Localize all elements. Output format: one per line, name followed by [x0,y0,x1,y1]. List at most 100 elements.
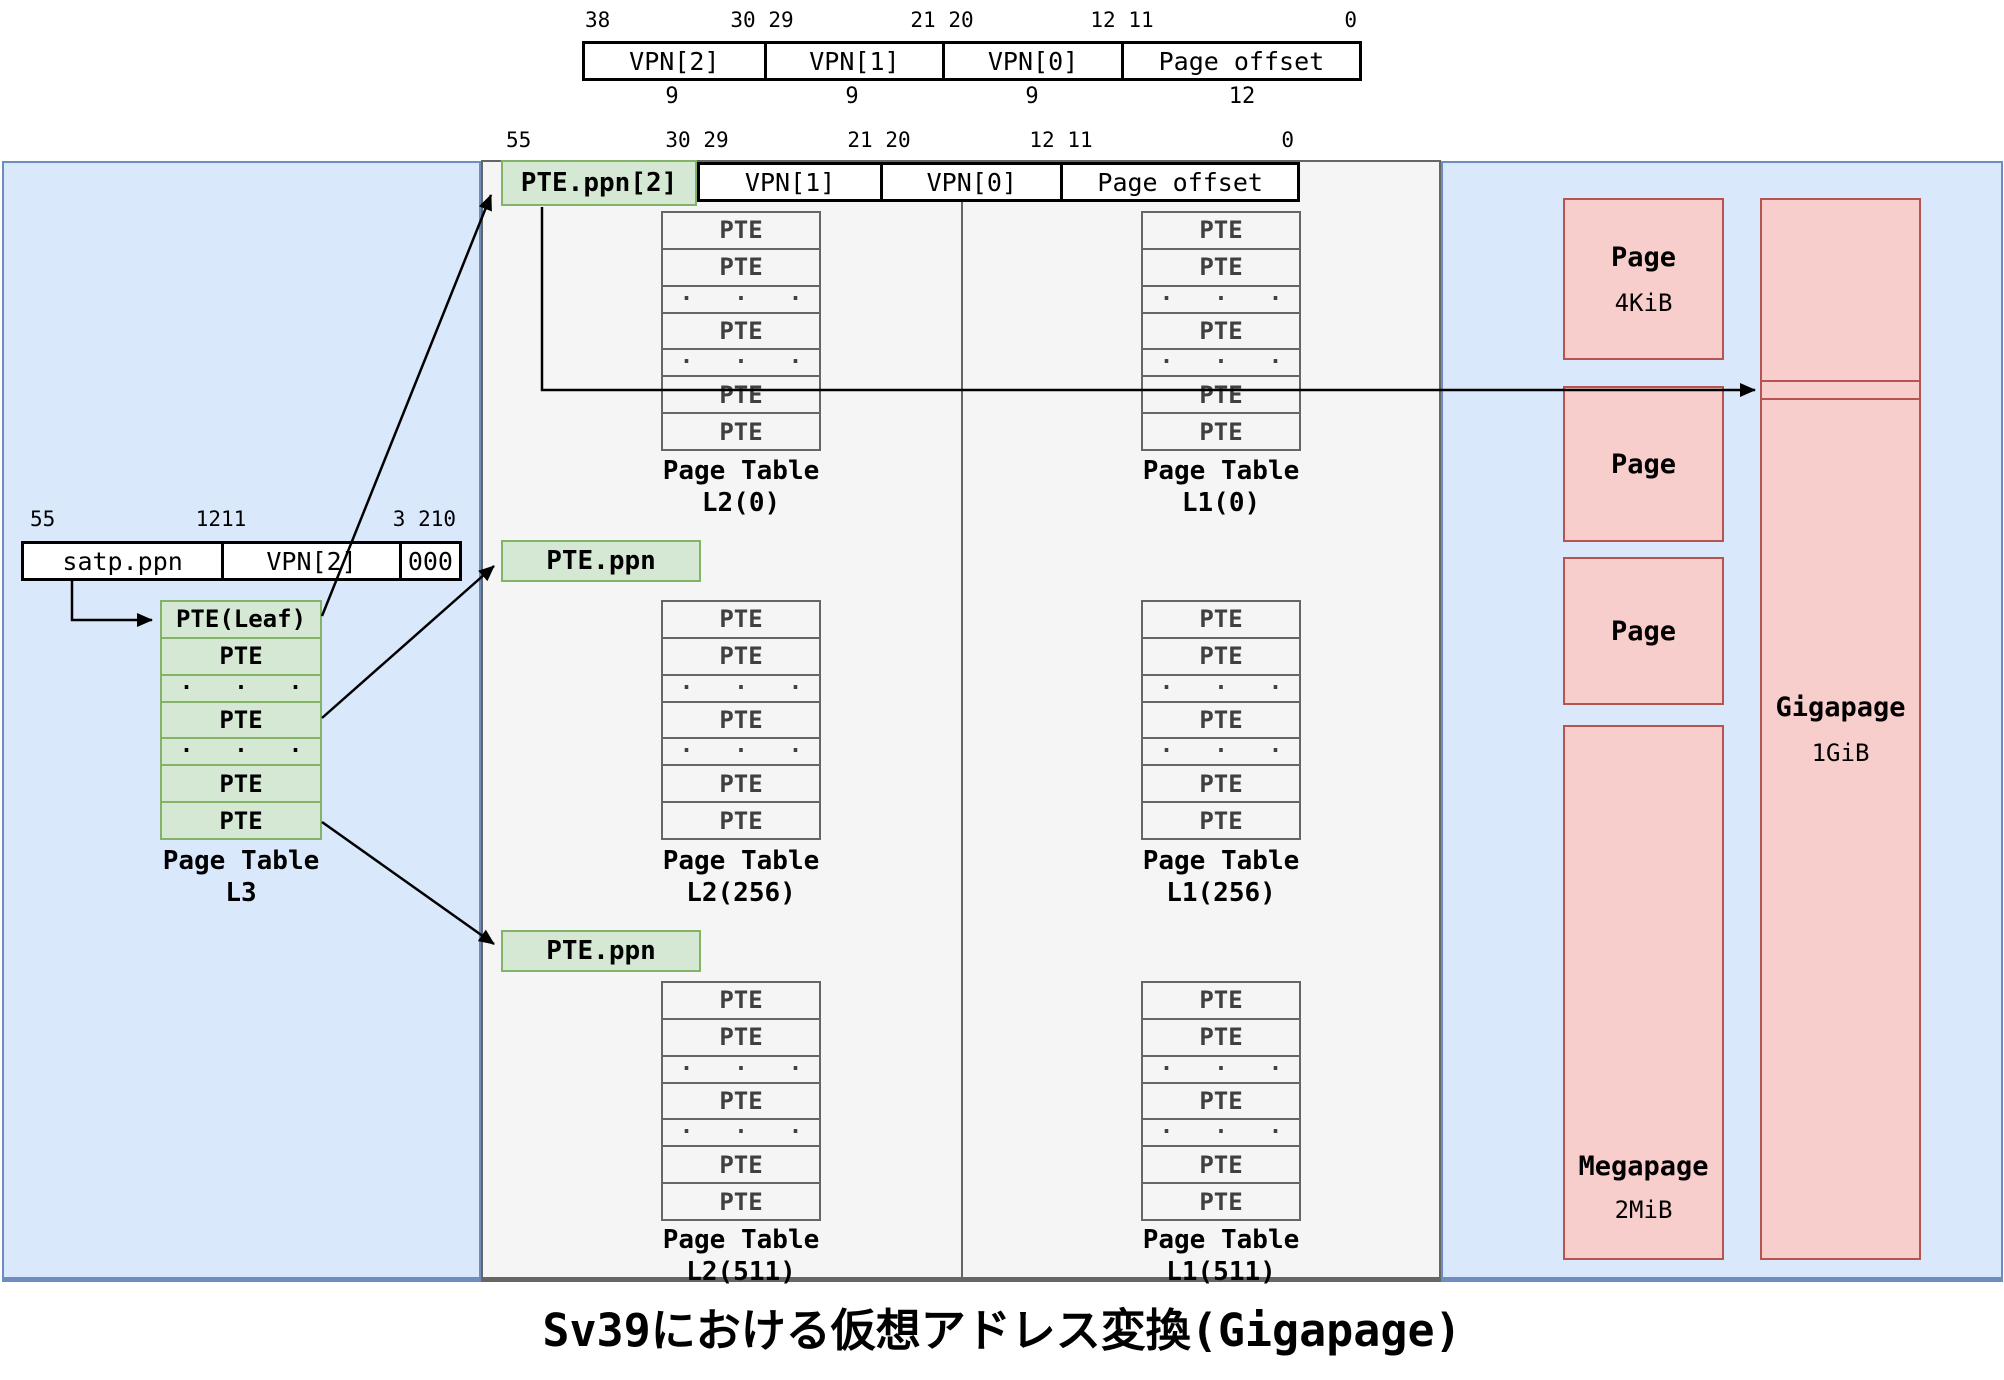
label-line2: L1(0) [1181,488,1261,518]
pte-row: PTE [162,766,320,804]
panel-divider-line [961,202,963,1280]
pte-row: PTE [1143,703,1299,740]
pte-row: PTE [1199,1187,1243,1216]
va-bit-0: 0 [1344,8,1357,32]
pte-row: PTE [719,806,763,835]
pte-ppn-bottom-box: PTE.ppn [501,930,701,972]
label-line1: Page Table [1142,846,1300,876]
pte-row: PTE [663,1084,819,1121]
pte-row: PTE [663,703,819,740]
pte-ellipsis-row: · · · [1143,739,1299,767]
pte-row: PTE [1143,602,1299,639]
va-bit-12-11: 12 11 [1090,8,1154,32]
satp-address-box: satp.ppn VPN[2] 000 [21,541,462,581]
pte-row: PTE [663,1147,819,1185]
pte-ellipsis-row: · · · [1143,1057,1299,1084]
page-table-l1-0-label: Page Table L1(0) [1111,455,1331,519]
page-4kib-name: Page [1610,241,1677,273]
label-line1: Page Table [662,456,820,486]
va-field-vpn0: VPN[0] [942,44,1121,78]
pte-row: PTE [1143,1020,1299,1057]
satp-field-ppn: satp.ppn [62,546,183,576]
pte-row: PTE [663,983,819,1020]
page-table-l3-label-line1: Page Table [162,846,320,876]
pte-row: PTE [719,1187,763,1216]
page-4kib-box: Page 4KiB [1563,198,1724,360]
page-box-2: Page [1563,386,1724,542]
pte-ellipsis-row: · · · [162,739,320,767]
pte-row: PTE [1143,213,1299,250]
pte-row: PTE [719,417,763,446]
pte-ellipsis-row: · · · [162,676,320,703]
pa-bit-21-20: 21 20 [847,128,911,152]
pte-row: PTE [663,314,819,351]
pte-row: PTE [663,602,819,639]
pte-row: PTE [1143,250,1299,287]
pte-row: PTE [663,250,819,287]
pte-ellipsis-row: · · · [663,1120,819,1148]
satp-bit-12-11: 1211 [195,507,247,531]
pte-row: PTE [1143,1084,1299,1121]
pte-row: PTE [162,703,320,740]
virtual-address-box: VPN[2] VPN[1] VPN[0] Page offset [582,41,1362,81]
va-size-vpn2: 9 [665,84,679,109]
physical-address-box: VPN[1] VPN[0] Page offset [697,162,1300,202]
pa-bit-0: 0 [1281,128,1294,152]
page-4kib-size: 4KiB [1614,288,1673,317]
megapage-size: 2MiB [1614,1196,1673,1224]
label-line1: Page Table [662,846,820,876]
pa-field-vpn0: VPN[0] [880,165,1060,199]
pte-row: PTE [663,1020,819,1057]
pte-row: PTE [1143,377,1299,415]
diagram-title: Sv39における仮想アドレス変換(Gigapage) [542,1304,1462,1357]
megapage-box: Megapage 2MiB [1563,725,1724,1260]
satp-bit-3-210: 3 210 [392,507,456,531]
va-field-vpn1: VPN[1] [763,44,943,78]
satp-bit-55: 55 [30,507,56,531]
pte-ppn2-box: PTE.ppn[2] [501,160,697,206]
pte-row: PTE [1199,417,1243,446]
page-table-l1-511-label: Page Table L1(511) [1111,1224,1331,1288]
pte-ellipsis-row: · · · [1143,676,1299,703]
pte-row: PTE [663,213,819,250]
pte-row: PTE [1143,1147,1299,1185]
page-2-name: Page [1610,448,1677,480]
pte-ellipsis-row: · · · [1143,350,1299,378]
page-table-l2-256-label: Page Table L2(256) [631,845,851,909]
page-table-l2-511-label: Page Table L2(511) [631,1224,851,1288]
pte-row: PTE [663,377,819,415]
pte-row: PTE [1143,639,1299,676]
page-table-l3-label-line2: L3 [225,878,257,908]
pte-ellipsis-row: · · · [1143,1120,1299,1148]
satp-field-vpn2: VPN[2] [221,544,399,578]
pa-field-offset: Page offset [1060,165,1297,199]
pte-row: PTE [1143,983,1299,1020]
label-line2: L2(256) [686,878,796,908]
megapage-name: Megapage [1578,1151,1709,1182]
va-size-offset: 12 [1228,84,1256,109]
pte-row: PTE [219,806,263,835]
pte-row: PTE [162,639,320,676]
page-table-l1-256-label: Page Table L1(256) [1111,845,1331,909]
label-line2: L2(511) [686,1257,796,1287]
page-3-name: Page [1610,615,1677,647]
pte-row: PTE(Leaf) [162,602,320,639]
gigapage-name: Gigapage [1775,691,1906,723]
va-size-vpn1: 9 [845,84,859,109]
page-table-l3-label: Page Table L3 [131,845,351,909]
label-line1: Page Table [662,1225,820,1255]
va-size-vpn0: 9 [1025,84,1039,109]
va-field-vpn2: VPN[2] [629,46,720,76]
pte-ellipsis-row: · · · [663,287,819,314]
pte-ppn-mid-box: PTE.ppn [501,540,701,582]
pa-bit-30-29: 30 29 [665,128,729,152]
va-bit-38: 38 [585,8,611,32]
va-bit-21-20: 21 20 [910,8,974,32]
label-line2: L1(511) [1166,1257,1276,1287]
